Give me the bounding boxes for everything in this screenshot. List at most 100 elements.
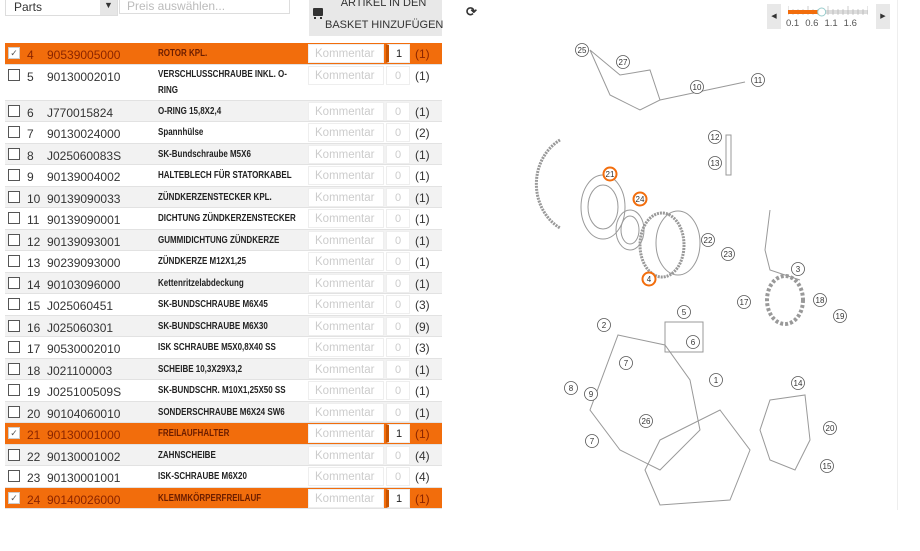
comment-input[interactable]: Kommentar bbox=[308, 467, 384, 486]
table-row[interactable]: 11 90139090001 DICHTUNG ZÜNDKERZENSTECKE… bbox=[5, 208, 442, 230]
table-row[interactable]: 9 90139004002 HALTEBLECH FÜR STATORKABEL… bbox=[5, 165, 442, 187]
table-row[interactable]: ✓ 21 90130001000 FREILAUFHALTER Kommenta… bbox=[5, 423, 442, 445]
zoom-slider-handle[interactable] bbox=[817, 7, 827, 17]
callout-15[interactable]: 15 bbox=[820, 459, 834, 473]
add-to-basket-button[interactable]: ARTIKEL IN DEN BASKET HINZUFÜGEN bbox=[309, 0, 443, 36]
row-checkbox[interactable] bbox=[8, 212, 20, 224]
table-row[interactable]: 6 J770015824 O-RING 15,8X2,4 Kommentar 0… bbox=[5, 100, 442, 122]
quantity-input[interactable]: 0 bbox=[386, 123, 410, 142]
callout-6[interactable]: 6 bbox=[686, 335, 700, 349]
table-row[interactable]: 23 90130001001 ISK-SCHRAUBE M6X20 Kommen… bbox=[5, 466, 442, 488]
comment-input[interactable]: Kommentar bbox=[308, 44, 384, 63]
row-checkbox[interactable] bbox=[8, 298, 20, 310]
comment-input[interactable]: Kommentar bbox=[308, 144, 384, 164]
callout-11[interactable]: 11 bbox=[751, 73, 765, 87]
row-checkbox[interactable] bbox=[8, 147, 20, 160]
table-row[interactable]: 20 90104060010 SONDERSCHRAUBE M6X24 SW6 … bbox=[5, 401, 442, 423]
row-checkbox[interactable] bbox=[8, 233, 20, 246]
row-checkbox[interactable] bbox=[8, 448, 20, 461]
callout-13[interactable]: 13 bbox=[708, 156, 722, 170]
table-row[interactable]: ✓ 4 90539005000 ROTOR KPL. Kommentar 1 (… bbox=[5, 43, 442, 65]
row-checkbox[interactable] bbox=[8, 319, 20, 332]
comment-input[interactable]: Kommentar bbox=[308, 424, 384, 443]
table-row[interactable]: 13 90239093000 ZÜNDKERZE M12X1,25 Kommen… bbox=[5, 251, 442, 273]
comment-input[interactable]: Kommentar bbox=[308, 123, 384, 142]
row-checkbox[interactable] bbox=[8, 470, 20, 482]
table-row[interactable]: 22 90130001002 ZAHNSCHEIBE Kommentar 0 (… bbox=[5, 444, 442, 466]
row-checkbox[interactable] bbox=[8, 362, 20, 375]
zoom-slider[interactable] bbox=[788, 6, 868, 18]
callout-9[interactable]: 9 bbox=[584, 387, 598, 401]
comment-input[interactable]: Kommentar bbox=[308, 316, 384, 336]
callout-5[interactable]: 5 bbox=[677, 305, 691, 319]
row-checkbox[interactable]: ✓ bbox=[8, 47, 20, 59]
table-row[interactable]: 7 90130024000 Spannhülse Kommentar 0 (2) bbox=[5, 122, 442, 144]
row-checkbox[interactable] bbox=[8, 384, 20, 396]
table-row[interactable]: 14 90103096000 Kettenritzelabdeckung Kom… bbox=[5, 272, 442, 294]
quantity-input[interactable]: 0 bbox=[386, 187, 410, 207]
comment-input[interactable]: Kommentar bbox=[308, 381, 384, 400]
row-checkbox[interactable] bbox=[8, 104, 20, 117]
table-row[interactable]: 18 J021100003 SCHEIBE 10,3X29X3,2 Kommen… bbox=[5, 358, 442, 380]
callout-18[interactable]: 18 bbox=[813, 293, 827, 307]
quantity-input[interactable]: 0 bbox=[386, 65, 410, 85]
callout-22[interactable]: 22 bbox=[701, 233, 715, 247]
quantity-input[interactable]: 0 bbox=[386, 316, 410, 336]
quantity-input[interactable]: 0 bbox=[386, 467, 410, 486]
callout-20[interactable]: 20 bbox=[823, 421, 837, 435]
quantity-input[interactable]: 1 bbox=[386, 44, 410, 63]
comment-input[interactable]: Kommentar bbox=[308, 230, 384, 250]
row-checkbox[interactable] bbox=[8, 68, 20, 81]
quantity-input[interactable]: 0 bbox=[386, 144, 410, 164]
comment-input[interactable]: Kommentar bbox=[308, 488, 384, 508]
table-row[interactable]: 8 J025060083S SK-Bundschraube M5X6 Komme… bbox=[5, 143, 442, 165]
callout-3[interactable]: 3 bbox=[791, 262, 805, 276]
quantity-input[interactable]: 0 bbox=[386, 101, 410, 121]
callout-8[interactable]: 8 bbox=[564, 381, 578, 395]
quantity-input[interactable]: 0 bbox=[386, 338, 410, 357]
table-row[interactable]: 5 90130002010 VERSCHLUSSCHRAUBE INKL. O-… bbox=[5, 64, 442, 101]
row-checkbox[interactable] bbox=[8, 276, 20, 289]
row-checkbox[interactable]: ✓ bbox=[8, 491, 20, 504]
row-checkbox[interactable] bbox=[8, 405, 20, 418]
row-checkbox[interactable] bbox=[8, 190, 20, 203]
comment-input[interactable]: Kommentar bbox=[308, 209, 384, 228]
table-row[interactable]: 16 J025060301 SK-BUNDSCHRAUBE M6X30 Komm… bbox=[5, 315, 442, 337]
quantity-input[interactable]: 0 bbox=[386, 209, 410, 228]
quantity-input[interactable]: 0 bbox=[386, 402, 410, 422]
quantity-input[interactable]: 0 bbox=[386, 445, 410, 465]
comment-input[interactable]: Kommentar bbox=[308, 166, 384, 185]
comment-input[interactable]: Kommentar bbox=[308, 338, 384, 357]
comment-input[interactable]: Kommentar bbox=[308, 402, 384, 422]
quantity-input[interactable]: 0 bbox=[386, 359, 410, 379]
callout-17[interactable]: 17 bbox=[737, 295, 751, 309]
comment-input[interactable]: Kommentar bbox=[308, 101, 384, 121]
chevron-down-icon[interactable]: ▼ bbox=[100, 0, 117, 15]
comment-input[interactable]: Kommentar bbox=[308, 273, 384, 293]
price-input[interactable]: Preis auswählen... bbox=[119, 0, 290, 14]
table-row[interactable]: ✓ 24 90140026000 KLEMMKÖRPERFREILAUF Kom… bbox=[5, 487, 442, 509]
quantity-input[interactable]: 0 bbox=[386, 273, 410, 293]
row-checkbox[interactable] bbox=[8, 341, 20, 353]
comment-input[interactable]: Kommentar bbox=[308, 359, 384, 379]
comment-input[interactable]: Kommentar bbox=[308, 65, 384, 85]
refresh-icon[interactable]: ⟳ bbox=[466, 4, 477, 19]
comment-input[interactable]: Kommentar bbox=[308, 295, 384, 314]
callout-23[interactable]: 23 bbox=[721, 247, 735, 261]
quantity-input[interactable]: 0 bbox=[386, 166, 410, 185]
callout-1[interactable]: 1 bbox=[709, 373, 723, 387]
callout-27[interactable]: 27 bbox=[616, 55, 630, 69]
table-row[interactable]: 19 J025100509S SK-BUNDSCHR. M10X1,25X50 … bbox=[5, 380, 442, 402]
comment-input[interactable]: Kommentar bbox=[308, 445, 384, 465]
row-checkbox[interactable]: ✓ bbox=[8, 427, 20, 439]
callout-14[interactable]: 14 bbox=[791, 376, 805, 390]
callout-10[interactable]: 10 bbox=[690, 80, 704, 94]
callout-24[interactable]: 24 bbox=[632, 191, 648, 207]
zoom-in-button[interactable]: ▶ bbox=[876, 4, 890, 29]
row-checkbox[interactable] bbox=[8, 169, 20, 181]
row-checkbox[interactable] bbox=[8, 255, 20, 267]
quantity-input[interactable]: 1 bbox=[386, 424, 410, 443]
callout-7[interactable]: 7 bbox=[619, 356, 633, 370]
row-checkbox[interactable] bbox=[8, 126, 20, 138]
zoom-out-button[interactable]: ◀ bbox=[767, 4, 781, 29]
